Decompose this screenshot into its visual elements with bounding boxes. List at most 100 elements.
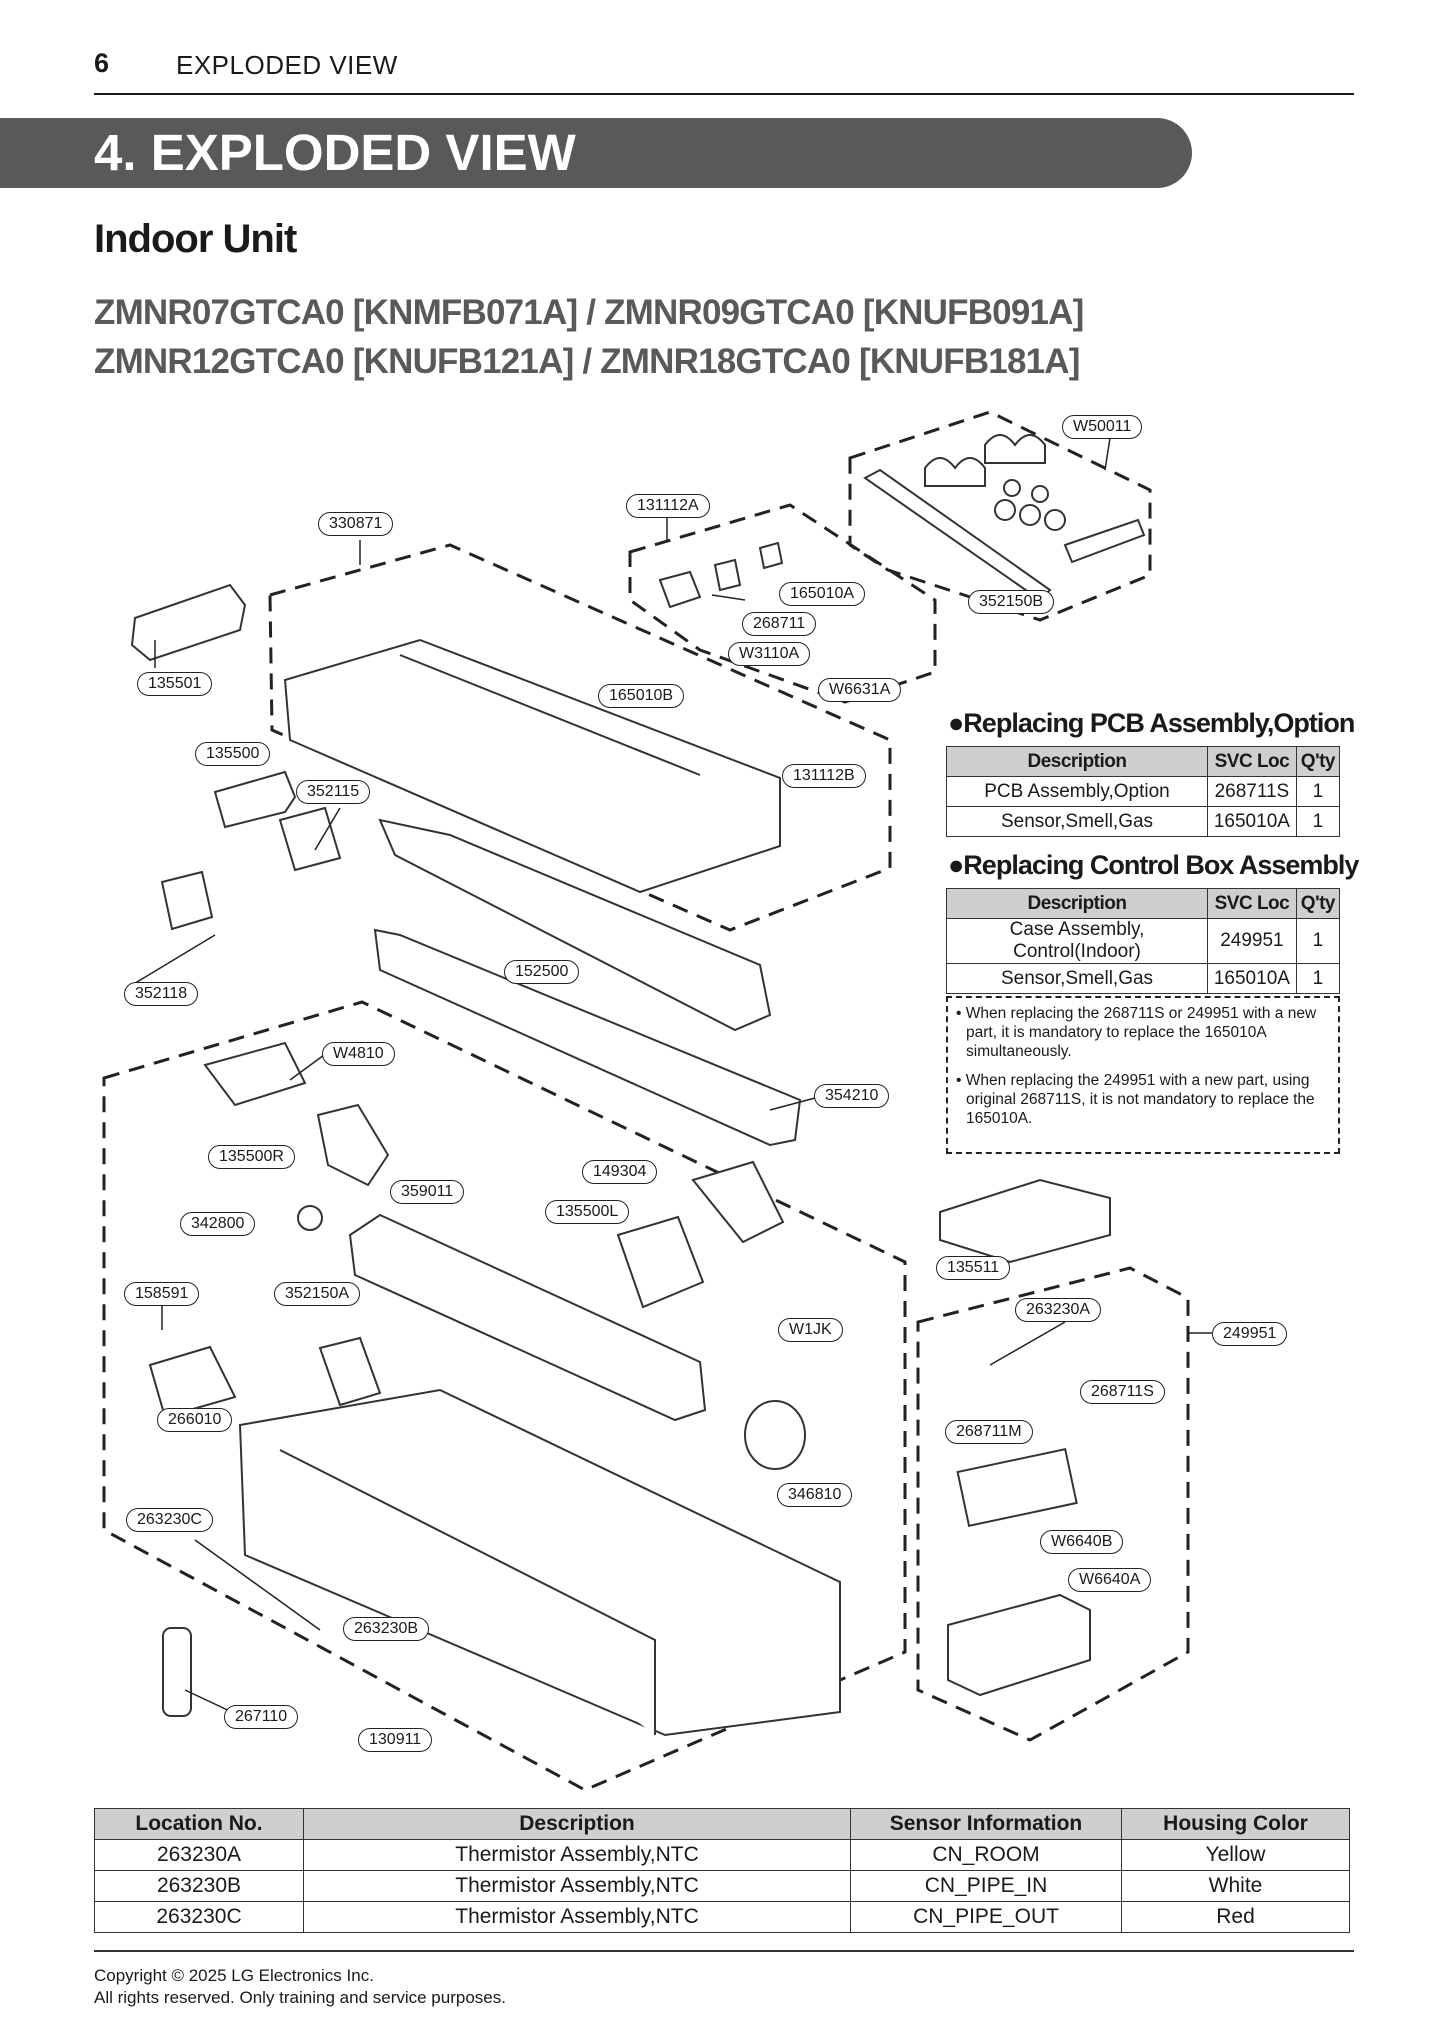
pcb-option-table: Description SVC Loc Q'ty PCB Assembly,Op… [945,746,1341,837]
table-cell: PCB Assembly,Option [945,776,1209,807]
callout-label: 346810 [777,1483,853,1507]
callout-leaders [131,437,1212,1715]
table-header: Q'ty [1295,746,1341,777]
leader-line [989,1321,1066,1366]
chassis-frame-part [373,928,802,1147]
group-outlines [102,410,1190,1792]
accessory-cap-part [1044,509,1066,531]
callout-label: 268711M [945,1420,1033,1444]
chassis-frame-part [378,818,772,1032]
table-cell: 263230C [94,1901,304,1933]
motor-bracket-part [278,806,342,872]
table-cell: 1 [1295,806,1341,837]
footer-copyright: Copyright © 2025 LG Electronics Inc. [94,1966,374,1985]
table-cell: White [1121,1870,1350,1902]
table-header: SVC Loc [1207,746,1297,777]
section-banner [0,118,1192,188]
holder-part [316,1103,390,1187]
callout-label: 352115 [296,780,371,804]
motor-bracket-part [318,1336,382,1407]
table-row: Sensor,Smell,Gas 165010A 1 [945,963,1341,994]
part-drawings [130,434,1146,1737]
motor-bracket-part [148,1345,237,1419]
callout-label: 135500R [208,1145,295,1169]
accessory-cap-part [1031,485,1049,503]
callout-label: 131112B [782,764,866,788]
callout-label: 165010B [598,684,685,708]
accessory-clip-part [924,457,986,487]
main-pcb-part [956,1447,1078,1528]
header-divider [94,93,1354,95]
callout-label: 135500L [545,1200,630,1224]
callout-label: 135511 [936,1256,1011,1280]
note-text: • When replacing the 249951 with a new p… [956,1072,1315,1127]
callout-label: W6631A [818,678,902,702]
leader-line [194,1539,321,1631]
table-header: Housing Color [1121,1808,1350,1840]
table-cell: 263230A [94,1839,304,1871]
callout-label: W3110A [728,642,811,666]
callout-label: 263230A [1015,1298,1102,1322]
table-row: 263230C Thermistor Assembly,NTC CN_PIPE_… [94,1901,1350,1933]
table-row: 263230B Thermistor Assembly,NTC CN_PIPE_… [94,1870,1350,1902]
callout-label: 131112A [626,494,710,518]
callout-label: 130911 [358,1728,433,1752]
callout-label: 268711S [1080,1380,1165,1404]
leader-line [769,1097,816,1111]
callout-label: 352118 [124,982,199,1006]
control-box-title: ●Replacing Control Box Assembly [948,850,1359,880]
table-header: Q'ty [1295,888,1341,919]
group-outline-control-box [916,1266,1190,1742]
callout-label: 263230C [126,1508,213,1532]
remote-control-part [162,1627,192,1717]
replacement-notes: • When replacing the 268711S or 249951 w… [946,996,1340,1154]
drain-pan-part [279,1449,656,1735]
table-header: Location No. [94,1808,304,1840]
accessory-cap-part [1003,479,1021,497]
accessory-clip-part [984,434,1046,464]
leader-line [711,594,746,601]
callout-label: 342800 [180,1212,256,1236]
pcb-holder-part [713,558,742,592]
accessory-cap-part [130,583,247,662]
table-header: Sensor Information [850,1808,1122,1840]
chassis-frame-part [283,638,781,894]
table-cell: 1 [1295,918,1341,964]
group-outline-accessories [848,410,1152,622]
pcb-option-title: ●Replacing PCB Assembly,Option [948,708,1355,738]
page-number: 6 [94,48,110,78]
pcb-holder-part [658,570,702,609]
group-outline-sensor-pcb [628,503,937,704]
callout-label: 165010A [779,582,866,606]
callout-label: 267110 [224,1705,299,1729]
table-row: PCB Assembly,Option 268711S 1 [945,776,1341,807]
table-cell: 1 [1295,963,1341,994]
section-title: 4. EXPLODED VIEW [94,124,576,181]
running-header-title: EXPLODED VIEW [176,50,398,80]
control-box-table: Description SVC Loc Q'ty Case Assembly, … [945,888,1341,994]
table-cell: Thermistor Assembly,NTC [303,1870,851,1902]
table-cell: Case Assembly, Control(Indoor) [945,918,1209,964]
table-header: Description [945,888,1209,919]
model-line: ZMNR12GTCA0 [KNUFB121A] / ZMNR18GTCA0 [K… [94,342,1080,381]
callout-label: W6640B [1040,1530,1124,1554]
table-row: Case Assembly, Control(Indoor) 249951 1 [945,918,1341,964]
table-cell: 268711S [1207,776,1297,807]
table-cell: 165010A [1207,963,1297,994]
fan-bearing-part [297,1205,323,1231]
callout-label: 135501 [137,672,213,696]
callout-label: 268711 [742,612,817,636]
leader-line [131,934,216,986]
callout-label: 263230B [343,1617,430,1641]
table-cell: Red [1121,1901,1350,1933]
callout-label: 158591 [124,1282,200,1306]
accessory-pipe-part [1063,518,1146,564]
callout-label: 359011 [390,1180,465,1204]
callout-label: 352150A [274,1282,361,1306]
table-cell: CN_ROOM [850,1839,1122,1871]
callout-label: W50011 [1062,415,1143,439]
leader-line [1104,437,1111,471]
callout-label: W4810 [322,1042,395,1066]
accessory-pipe-part [863,468,1052,602]
